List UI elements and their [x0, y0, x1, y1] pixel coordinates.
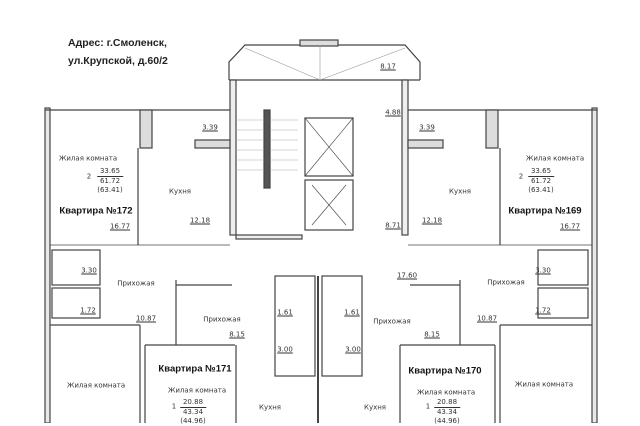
apt169-living-room-label: Жилая комната — [525, 154, 585, 163]
apt171-rooms: 1 — [171, 402, 177, 411]
apt169-areas: 33.65 61.72 (63.41) — [528, 167, 554, 195]
elevator-shaft-1 — [304, 117, 354, 177]
apt170-title: Квартира №170 — [408, 365, 482, 377]
apt169-living: 33.65 — [528, 167, 554, 177]
right-hall-area: 10.87 — [476, 314, 498, 323]
apt171-title: Квартира №171 — [158, 363, 232, 375]
apt170-living: 20.88 — [434, 398, 460, 408]
apt170-living-room-label: Жилая комната — [416, 388, 476, 397]
apt170-rooms: 1 — [425, 402, 431, 411]
corridor-area: 8.71 — [385, 221, 401, 230]
apt172-total: 61.72 — [99, 177, 121, 185]
lift-hall-area: 4.88 — [385, 108, 401, 117]
apt171-living-room-label: Жилая комната — [167, 386, 227, 395]
apt171-hall-area: 8.15 — [229, 330, 245, 339]
apt171-areas: 20.88 43.34 (44.96) — [180, 398, 206, 426]
right-living-room-label: Жилая комната — [514, 380, 574, 389]
apt172-balcony-area: 3.39 — [202, 123, 218, 132]
apt170-toilet-area: 1.61 — [344, 308, 360, 317]
right-toilet-area: 1.72 — [535, 306, 551, 315]
apt171-bath-area: 3.00 — [277, 345, 293, 354]
apt172-title: Квартира №172 — [59, 205, 133, 217]
apt172-room-area: 16.77 — [109, 222, 131, 231]
left-toilet-area: 1.72 — [80, 306, 96, 315]
apt172-kitchen-label: Кухня — [168, 187, 192, 196]
bay-window — [299, 39, 339, 47]
address-line-1: Адрес: г.Смоленск, — [68, 37, 167, 49]
apt172-living: 33.65 — [97, 167, 123, 177]
apt170-total: 43.34 — [436, 408, 458, 416]
address-label: Адрес: г.Смоленск, ул.Крупской, д.60/2 — [68, 34, 168, 70]
left-living-room-label: Жилая комната — [66, 381, 126, 390]
right-wet-block — [321, 275, 363, 377]
apt171-kitchen-label: Кухня — [258, 403, 282, 412]
apt171-total: 43.34 — [182, 408, 204, 416]
apt171-toilet-area: 1.61 — [277, 308, 293, 317]
apt170-hall-area: 8.15 — [424, 330, 440, 339]
right-bath-area: 3.30 — [535, 266, 551, 275]
apt169-title: Квартира №169 — [508, 205, 582, 217]
apt172-kitchen-area: 12.18 — [189, 216, 211, 225]
vestibule-area: 8.17 — [380, 62, 396, 71]
apt170-bath-area: 3.00 — [345, 345, 361, 354]
apt171-total-balcony: (44.96) — [180, 417, 206, 425]
elevator-shaft-2 — [304, 179, 354, 231]
main-corridor-area: 17.60 — [396, 271, 418, 280]
apt169-room-area: 16.77 — [559, 222, 581, 231]
left-wet-block — [274, 275, 316, 377]
apt172-areas: 33.65 61.72 (63.41) — [97, 167, 123, 195]
address-line-2: ул.Крупской, д.60/2 — [68, 55, 168, 67]
stair-divider — [263, 109, 271, 189]
apt171-living: 20.88 — [180, 398, 206, 408]
apt171-hallway-label: Прихожая — [203, 315, 241, 324]
apt169-kitchen-area: 12.18 — [421, 216, 443, 225]
left-outer-wall — [44, 107, 51, 423]
apt172-rooms: 2 — [86, 172, 92, 181]
left-hallway-label: Прихожая — [117, 279, 155, 288]
apt170-areas: 20.88 43.34 (44.96) — [434, 398, 460, 426]
apt170-kitchen-label: Кухня — [363, 403, 387, 412]
apt169-total-balcony: (63.41) — [528, 186, 554, 194]
left-hall-area: 10.87 — [135, 314, 157, 323]
apt170-hallway-label: Прихожая — [373, 317, 411, 326]
apt169-kitchen-label: Кухня — [448, 187, 472, 196]
left-bath-area: 3.30 — [81, 266, 97, 275]
apt169-balcony-area: 3.39 — [419, 123, 435, 132]
right-hallway-label: Прихожая — [487, 278, 525, 287]
apt172-living-room-label: Жилая комната — [58, 154, 118, 163]
apt170-total-balcony: (44.96) — [434, 417, 460, 425]
apt169-total: 61.72 — [530, 177, 552, 185]
right-outer-wall — [591, 107, 598, 423]
apt172-total-balcony: (63.41) — [97, 186, 123, 194]
apt169-rooms: 2 — [518, 172, 524, 181]
